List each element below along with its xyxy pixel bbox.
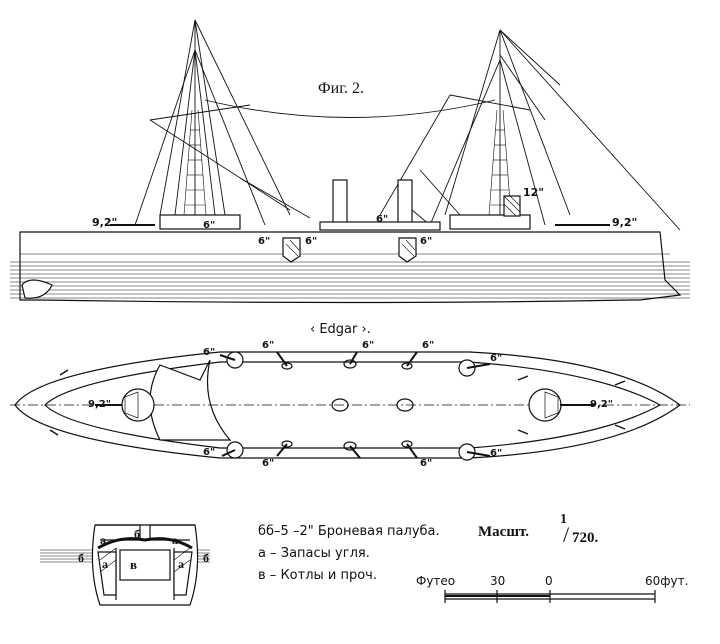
scale-tick-1: 30 xyxy=(490,574,506,588)
scale-label: Масшт. xyxy=(478,524,529,540)
section-letter-b-right: б xyxy=(203,551,209,565)
superstructure xyxy=(159,195,531,231)
hull-side xyxy=(10,231,690,304)
side-gun-label-6d: 6" xyxy=(376,214,389,225)
plan-gun-label-bot1: 6" xyxy=(203,447,216,458)
legend-text: Броневая палуба. xyxy=(317,524,440,539)
plan-gun-label-aft: 9,2" xyxy=(590,399,613,410)
plan-gun-label-bot3: 6" xyxy=(420,458,433,469)
side-gun-label-aft: 9,2" xyxy=(612,216,638,229)
side-gun-label-6c: 6" xyxy=(305,236,318,247)
side-gun-label-6b: 6" xyxy=(258,236,271,247)
side-sponsons xyxy=(282,237,417,263)
plan-gun-label-top4: 6" xyxy=(422,340,435,351)
scale-ratio-slash: / xyxy=(563,522,570,547)
side-gun-label-6e: 6" xyxy=(420,236,433,247)
scale-tick-2: 0 xyxy=(545,574,553,588)
side-gun-label-fore: 9,2" xyxy=(92,216,118,229)
scale-tick-0: Футео xyxy=(416,574,456,588)
side-gun-label-6a: 6" xyxy=(203,220,216,231)
section-letter-a-right-top: а xyxy=(172,533,178,547)
scale-tick-3: 60фут. xyxy=(645,574,689,588)
section-letter-a-left-top: а xyxy=(100,533,106,547)
plan-gun-label-top1: 6" xyxy=(203,347,216,358)
scale-bar xyxy=(444,590,656,603)
plan-gun-label-bot2: 6" xyxy=(262,458,275,469)
section-letter-a-left: а xyxy=(102,557,108,571)
plan-hull xyxy=(10,351,690,459)
legend-row-armour: бб–5 –2" Броневая палуба. xyxy=(258,524,440,539)
ship-name: ‹ Edgar ›. xyxy=(310,322,371,337)
legend-text: Запасы угля. xyxy=(280,546,370,561)
legend-key: а – xyxy=(258,546,277,561)
scale-ratio-den: 720. xyxy=(572,530,599,546)
funnels xyxy=(332,179,413,226)
plan-gun-label-top2: 6" xyxy=(262,340,275,351)
section-letter-v: в xyxy=(130,557,138,572)
rigging xyxy=(134,19,681,231)
legend-key: в – xyxy=(258,568,277,583)
plan-gun-label-bot4: 6" xyxy=(490,448,503,459)
mast-ladders xyxy=(183,109,512,216)
plan-gun-label-top5: 6" xyxy=(490,353,503,364)
scale-ratio-num: 1 xyxy=(560,512,567,527)
plan-guns xyxy=(95,351,595,459)
legend-key: бб–5 –2" xyxy=(258,524,314,539)
legend-row-boilers: в – Котлы и проч. xyxy=(258,568,377,583)
section-letter-a-right: а xyxy=(178,557,184,571)
legend-row-coal: а – Запасы угля. xyxy=(258,546,370,561)
section-letter-b-left: б xyxy=(78,551,84,565)
legend-text: Котлы и проч. xyxy=(280,568,377,583)
cross-section xyxy=(40,524,210,606)
figure-title: Фиг. 2. xyxy=(318,80,364,97)
side-gun-label-top: 12" xyxy=(523,186,545,199)
plan-gun-label-fore: 9,2" xyxy=(88,399,111,410)
plan-gun-label-top3: 6" xyxy=(362,340,375,351)
section-letter-b-top: б xyxy=(134,527,140,541)
plan-boom-marks xyxy=(49,369,626,436)
